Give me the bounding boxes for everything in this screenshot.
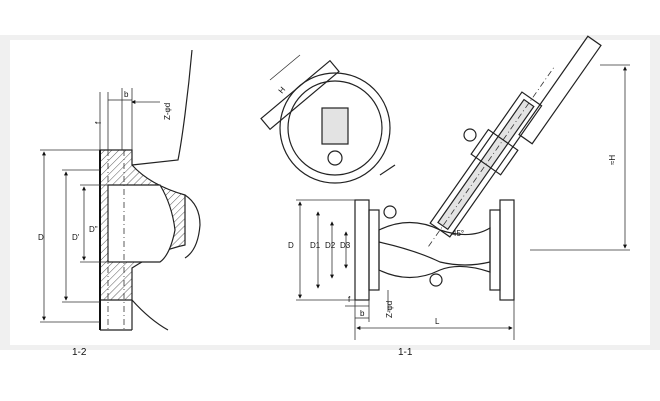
right-valve-view: H 45° ≈H <box>260 35 630 358</box>
bonnet-bolt-2 <box>383 205 397 219</box>
handwheel-side <box>518 35 602 145</box>
right-label-angle: 45° <box>452 229 464 238</box>
right-label-d3: D3 <box>340 241 351 250</box>
right-label-l: L <box>435 317 440 326</box>
handwheel-top-circle <box>279 72 391 184</box>
stem-centerline <box>428 65 556 247</box>
left-label-dprime: D' <box>72 233 80 242</box>
top-view-bolt <box>327 150 343 166</box>
left-label-d: D <box>38 233 44 242</box>
right-label-d2: D2 <box>325 241 336 250</box>
right-label-h-top: H <box>277 85 288 95</box>
left-label-f: f <box>94 121 103 124</box>
right-label-zd: Z-φd <box>385 301 394 318</box>
top-view-handle <box>260 59 340 131</box>
valve-body-shell <box>378 221 491 279</box>
right-label-h: ≈H <box>608 155 617 165</box>
inclined-bonnet-assembly <box>428 65 556 247</box>
top-view-handle-bar <box>260 59 340 131</box>
body-bolt <box>429 273 443 287</box>
left-flange-bore <box>107 184 176 263</box>
right-label-d: D <box>288 241 294 250</box>
left-view-caption: 1-2 <box>72 347 87 358</box>
right-label-f: f <box>348 295 351 304</box>
right-view-caption: 1-1 <box>398 347 413 358</box>
top-view-nut <box>321 107 349 145</box>
handwheel-side-rim <box>518 35 602 145</box>
right-label-b: b <box>360 309 365 318</box>
top-view-hatch-mark <box>379 164 396 176</box>
handwheel-top-circle-inner <box>287 80 383 176</box>
valve-body-flow-path <box>378 241 491 266</box>
left-label-b: b <box>124 90 129 99</box>
left-body-curve-lower <box>131 299 169 331</box>
left-label-zd: Z-φd <box>163 103 172 120</box>
top-h-dim <box>269 54 301 81</box>
right-label-d1: D1 <box>310 241 321 250</box>
left-label-ddprime: D" <box>89 225 98 234</box>
left-body-curve <box>184 194 201 259</box>
left-flange-section-view: D D' D" f b Z-φd 1-2 <box>38 49 201 358</box>
bonnet-bolt-1 <box>463 128 477 142</box>
left-body-outline-top <box>131 49 193 166</box>
